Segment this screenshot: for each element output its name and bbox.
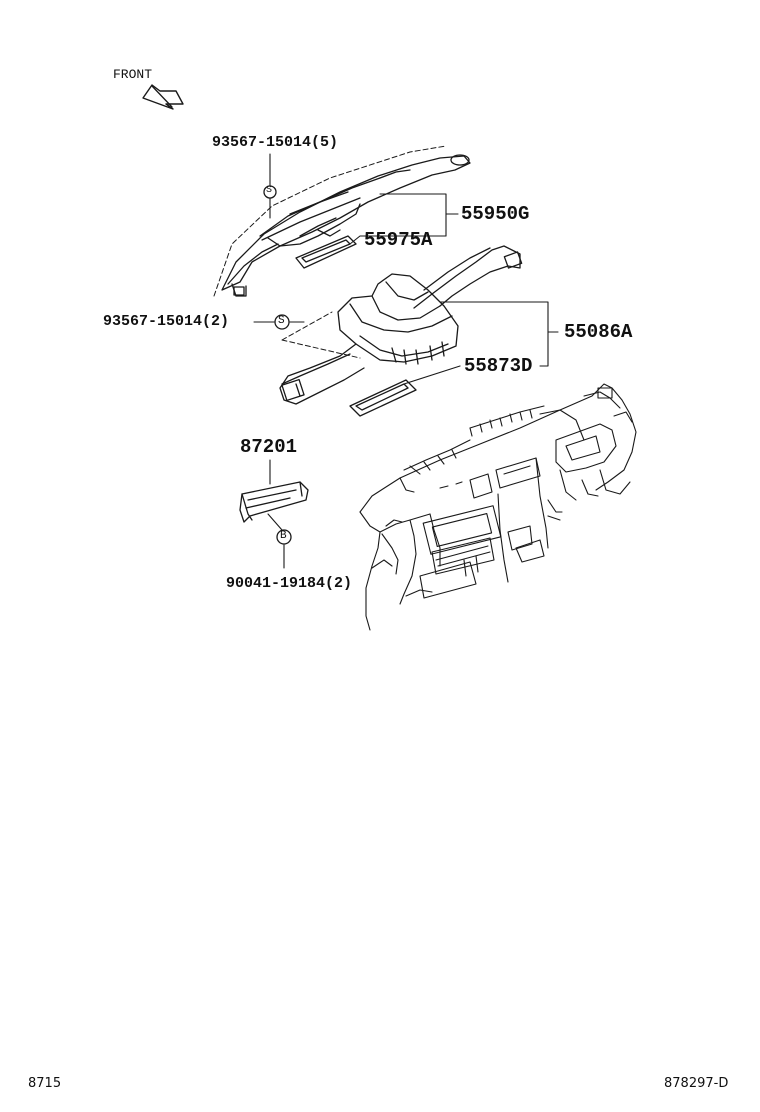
callout-screw-mid: 93567-15014(2): [103, 313, 230, 330]
callout-55086a: 55086A: [564, 321, 633, 343]
front-arrow-icon: [142, 84, 184, 110]
callout-bolt: 90041-19184(2): [226, 575, 353, 592]
screw-symbol-mid-icon: [274, 314, 290, 330]
upper-gasket-drawing: [295, 235, 357, 269]
footer-left-code: 8715: [28, 1076, 62, 1091]
upper-duct-drawing: [221, 154, 471, 297]
callout-55975a: 55975A: [364, 229, 433, 251]
leader-lines: [253, 153, 559, 569]
callout-55873d: 55873D: [464, 355, 533, 377]
upper-duct-envelope: [213, 145, 447, 297]
footer-right-code: 878297-D: [664, 1076, 729, 1091]
screw-symbol-top-letter: S: [266, 185, 273, 196]
screw-symbol-top-icon: [263, 185, 277, 199]
front-label: FRONT: [113, 67, 153, 82]
callout-87201: 87201: [240, 436, 298, 458]
instrument-panel-drawing: [359, 383, 637, 631]
callout-55950g: 55950G: [461, 203, 530, 225]
screw-symbol-mid-letter: S: [278, 315, 285, 327]
part-87201-drawing: [239, 481, 309, 523]
bolt-symbol-letter: B: [280, 530, 287, 542]
lower-duct-envelope: [281, 311, 361, 359]
lower-gasket-drawing: [349, 379, 417, 417]
callout-screw-top: 93567-15014(5): [212, 134, 339, 151]
lower-duct-drawing: [279, 245, 523, 405]
bolt-symbol-icon: [276, 529, 292, 545]
